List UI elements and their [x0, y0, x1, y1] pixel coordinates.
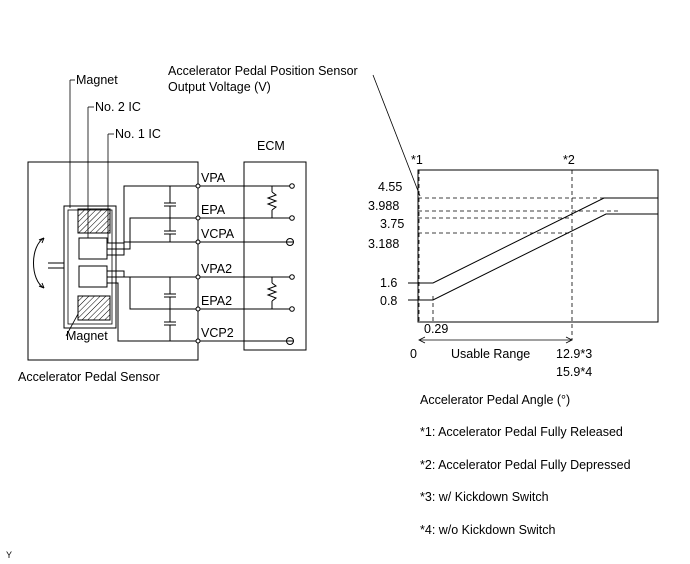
label-magnet-top: Magnet	[76, 73, 118, 87]
x-offset-label: 0.29	[424, 322, 448, 336]
ecm-box	[243, 161, 307, 351]
terminal-wires	[198, 185, 290, 342]
sensor-box	[27, 161, 199, 361]
note-1: *1: Accelerator Pedal Fully Released	[420, 425, 623, 439]
y-tick-3-188: 3.188	[368, 237, 399, 251]
sensor-caption: Accelerator Pedal Sensor	[18, 370, 160, 384]
terminal-vpa: VPA	[201, 171, 226, 185]
y-tick-1-6: 1.6	[380, 276, 397, 290]
x-end-label-2: 15.9*4	[556, 365, 592, 379]
terminal-dots	[195, 183, 201, 344]
graph-marker-1: *1	[411, 153, 423, 167]
terminal-vpa2: VPA2	[201, 262, 232, 276]
graph-marker-2: *2	[563, 153, 575, 167]
ic-box-2	[78, 265, 108, 288]
graph-title-line1: Accelerator Pedal Position Sensor	[168, 64, 358, 78]
rotation-arrow-icon	[33, 237, 64, 289]
graph-title-leader	[372, 74, 421, 197]
leader-magnet-bottom	[65, 313, 79, 337]
terminal-epa2: EPA2	[201, 294, 232, 308]
magnet-bottom-block	[77, 295, 111, 321]
usable-range-label: Usable Range	[451, 347, 530, 361]
ic-box-1	[78, 237, 108, 260]
capacitor-group-2	[164, 277, 176, 341]
x-zero-label: 0	[410, 347, 417, 361]
terminal-vcp2: VCP2	[201, 326, 234, 340]
magnet-top-block	[77, 208, 111, 234]
sensor-housing	[63, 205, 117, 329]
note-4: *4: w/o Kickdown Switch	[420, 523, 556, 537]
capacitor-group-1	[164, 186, 176, 242]
ecm-label: ECM	[257, 139, 285, 153]
x-end-label-1: 12.9*3	[556, 347, 592, 361]
y-tick-4-55: 4.55	[378, 180, 402, 194]
ecm-resistor-1	[266, 186, 278, 218]
terminal-vcpa: VCPA	[201, 227, 235, 241]
label-ic1: No. 1 IC	[115, 127, 161, 141]
output-curve-vpa	[408, 197, 658, 284]
graph-frame	[417, 169, 659, 323]
corner-mark: Y	[6, 550, 12, 560]
label-magnet-bottom: Magnet	[66, 329, 108, 343]
output-curve-vpa2	[408, 213, 658, 301]
y-tick-0-8: 0.8	[380, 294, 397, 308]
ecm-endpoints	[286, 183, 295, 345]
axis-label: Accelerator Pedal Angle (°)	[420, 393, 570, 407]
terminal-epa: EPA	[201, 203, 226, 217]
graph-title-line2: Output Voltage (V)	[168, 80, 271, 94]
y-tick-3-75: 3.75	[380, 217, 404, 231]
y-tick-3-988: 3.988	[368, 199, 399, 213]
label-ic2: No. 2 IC	[95, 100, 141, 114]
note-3: *3: w/ Kickdown Switch	[420, 490, 549, 504]
note-2: *2: Accelerator Pedal Fully Depressed	[420, 458, 631, 472]
ecm-resistor-2	[266, 277, 278, 309]
